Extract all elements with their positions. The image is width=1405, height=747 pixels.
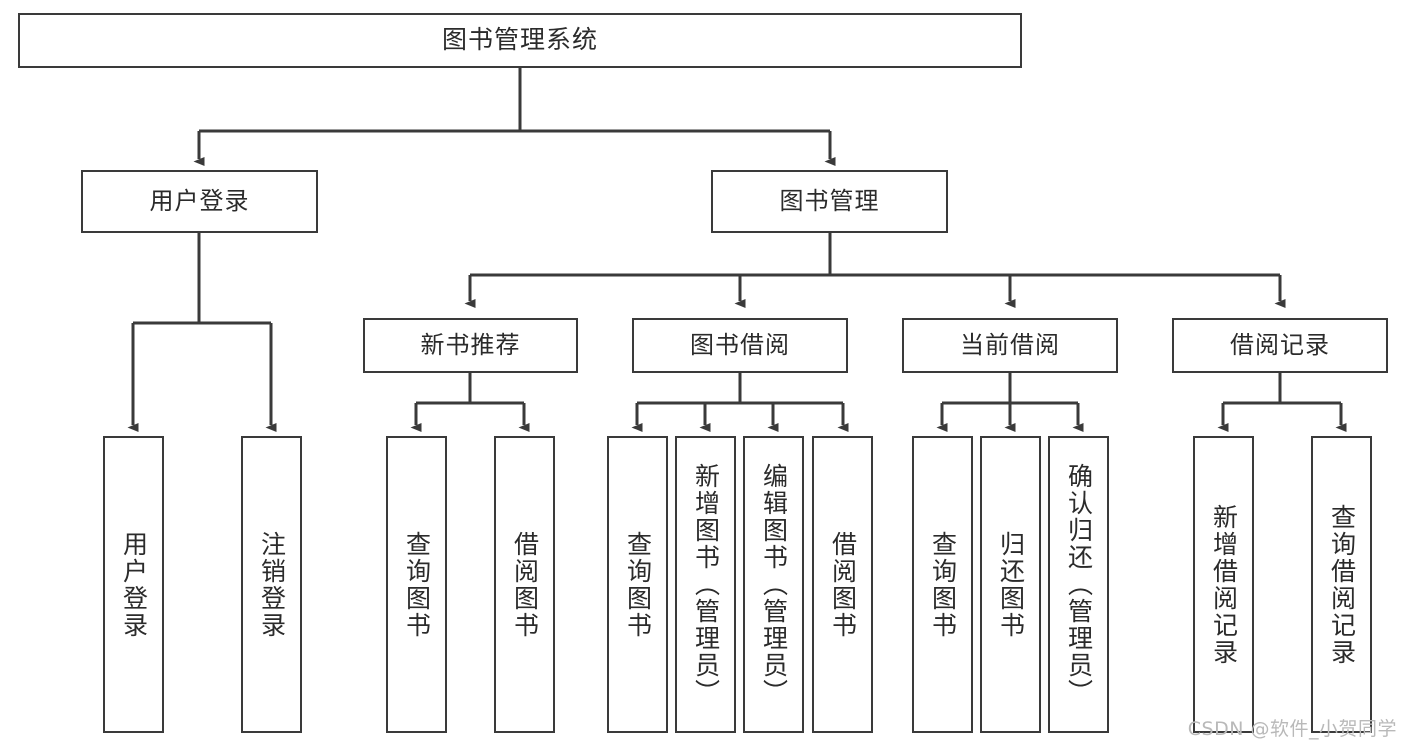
node-leaf-add-book-label: 新增图书（管理员） <box>691 463 721 706</box>
node-leaf-logout[interactable]: 注销登录 <box>241 436 302 733</box>
node-leaf-logout-label: 注销登录 <box>257 530 287 639</box>
node-book-management[interactable]: 图书管理 <box>711 170 948 233</box>
node-leaf-add-book[interactable]: 新增图书（管理员） <box>675 436 736 733</box>
node-current-borrow-label: 当前借阅 <box>960 330 1060 359</box>
node-leaf-confirm-return-label: 确认归还（管理员） <box>1064 463 1094 706</box>
node-leaf-query-book-2-label: 查询图书 <box>623 530 653 639</box>
node-leaf-query-book-3-label: 查询图书 <box>928 530 958 639</box>
node-leaf-query-record[interactable]: 查询借阅记录 <box>1311 436 1372 733</box>
node-root[interactable]: 图书管理系统 <box>18 13 1022 68</box>
node-leaf-query-book-1[interactable]: 查询图书 <box>386 436 447 733</box>
node-new-book-recommend-label: 新书推荐 <box>420 330 521 359</box>
csdn-watermark: CSDN @软件_小贺同学 <box>1187 718 1397 740</box>
node-leaf-edit-book-label: 编辑图书（管理员） <box>759 463 789 706</box>
node-borrow-record-label: 借阅记录 <box>1230 330 1330 359</box>
node-leaf-confirm-return[interactable]: 确认归还（管理员） <box>1048 436 1109 733</box>
node-leaf-borrow-book-2[interactable]: 借阅图书 <box>812 436 873 733</box>
node-leaf-return-book[interactable]: 归还图书 <box>980 436 1041 733</box>
node-current-borrow[interactable]: 当前借阅 <box>902 318 1118 373</box>
node-leaf-add-record-label: 新增借阅记录 <box>1209 503 1239 666</box>
node-book-management-label: 图书管理 <box>779 186 880 215</box>
node-leaf-query-record-label: 查询借阅记录 <box>1327 503 1357 666</box>
node-leaf-borrow-book-2-label: 借阅图书 <box>828 530 858 639</box>
node-leaf-borrow-book-1-label: 借阅图书 <box>510 530 540 639</box>
node-leaf-return-book-label: 归还图书 <box>996 530 1026 639</box>
node-book-borrow[interactable]: 图书借阅 <box>632 318 848 373</box>
node-root-label: 图书管理系统 <box>441 25 598 55</box>
node-user-login[interactable]: 用户登录 <box>81 170 318 233</box>
node-leaf-add-record[interactable]: 新增借阅记录 <box>1193 436 1254 733</box>
node-leaf-edit-book[interactable]: 编辑图书（管理员） <box>743 436 804 733</box>
node-leaf-query-book-3[interactable]: 查询图书 <box>912 436 973 733</box>
node-leaf-user-login-label: 用户登录 <box>119 530 149 639</box>
node-user-login-label: 用户登录 <box>149 186 250 215</box>
node-leaf-query-book-2[interactable]: 查询图书 <box>607 436 668 733</box>
node-new-book-recommend[interactable]: 新书推荐 <box>363 318 578 373</box>
node-leaf-user-login[interactable]: 用户登录 <box>103 436 164 733</box>
node-borrow-record[interactable]: 借阅记录 <box>1172 318 1388 373</box>
node-leaf-query-book-1-label: 查询图书 <box>402 530 432 639</box>
node-book-borrow-label: 图书借阅 <box>690 330 790 359</box>
node-leaf-borrow-book-1[interactable]: 借阅图书 <box>494 436 555 733</box>
